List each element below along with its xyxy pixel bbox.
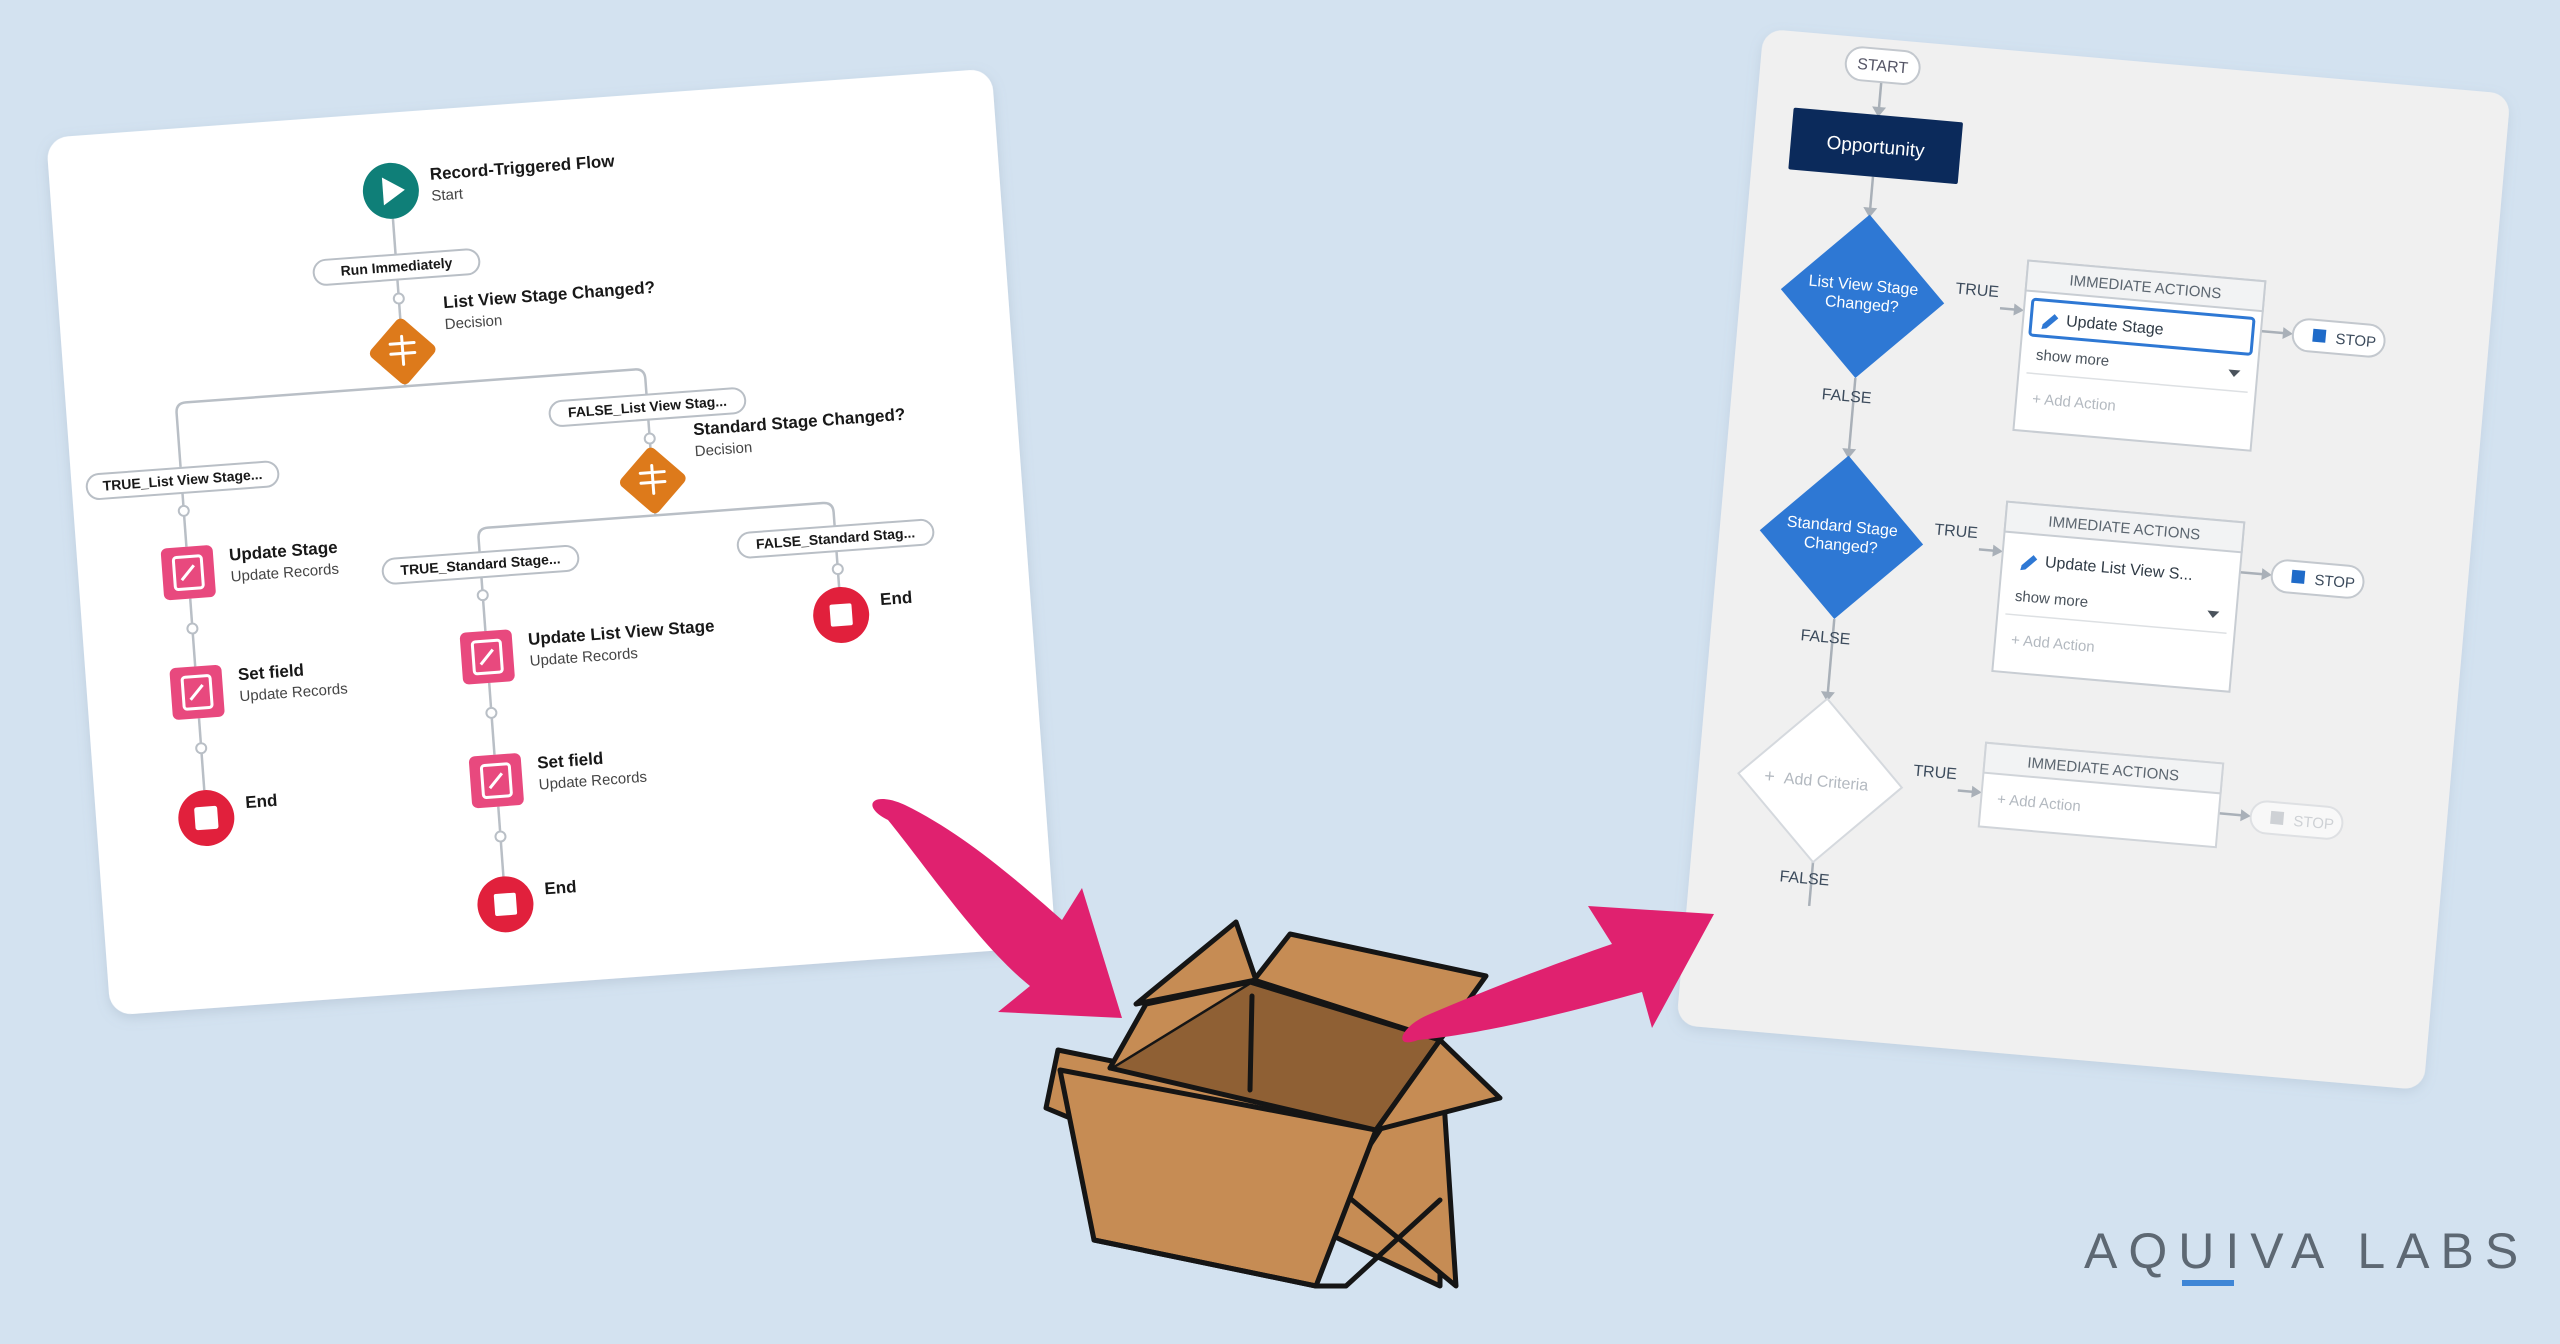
- process-builder-card: START Opportunity List View Stage Change…: [1640, 0, 2560, 1130]
- start-label: START: [1856, 56, 1908, 77]
- set-field-1-title: Set field: [237, 661, 304, 685]
- play-icon: [381, 177, 405, 206]
- connector-dots: [177, 292, 844, 843]
- opportunity-object-node[interactable]: Opportunity: [1788, 107, 1963, 185]
- stop-icon: [2312, 328, 2327, 343]
- action-item-update-stage[interactable]: Update Stage: [2028, 297, 2256, 356]
- decision-node-1[interactable]: [365, 314, 441, 390]
- stop-icon: [2291, 569, 2306, 584]
- end-2-label: End: [544, 877, 577, 898]
- stop-button-3[interactable]: STOP: [2249, 800, 2344, 840]
- true-label-2: TRUE: [1934, 521, 1979, 542]
- flow-connectors: [175, 215, 841, 877]
- criteria-node-1[interactable]: List View Stage Changed?: [1774, 207, 1952, 385]
- stop-label-2: STOP: [2314, 572, 2356, 592]
- end-node-1[interactable]: [176, 788, 236, 848]
- true-standard-pill[interactable]: TRUE_Standard Stage...: [381, 544, 580, 585]
- flow-builder-svg: Record-Triggered Flow Start Run Immediat…: [47, 70, 1055, 1015]
- stop-button-2[interactable]: STOP: [2270, 559, 2365, 599]
- run-immediately-pill[interactable]: Run Immediately: [312, 248, 481, 286]
- end-node-3[interactable]: [811, 585, 871, 645]
- stop-icon: [493, 892, 518, 916]
- end-3-label: End: [879, 588, 912, 609]
- false-label-1: FALSE: [1821, 386, 1872, 407]
- true-label-3: TRUE: [1913, 763, 1958, 784]
- decision-icon: [638, 463, 667, 495]
- cardboard-box-icon: [1043, 919, 1503, 1289]
- add-action-1[interactable]: + Add Action: [2031, 390, 2116, 414]
- criteria-node-2[interactable]: Standard Stage Changed?: [1753, 449, 1931, 627]
- start-node-subtitle: Start: [431, 186, 465, 205]
- flow-builder-card: Record-Triggered Flow Start Run Immediat…: [0, 0, 1100, 1100]
- clipboard-icon: [470, 638, 504, 676]
- decision-2-subtitle: Decision: [694, 439, 753, 460]
- false-label-3: FALSE: [1779, 868, 1830, 889]
- false-label-2: FALSE: [1800, 627, 1851, 648]
- pink-arrow-out: [1402, 906, 1714, 1043]
- decision-1-subtitle: Decision: [444, 312, 503, 333]
- aquiva-labs-logo: AQUIVA LABS: [2084, 1223, 2530, 1279]
- end-node-2[interactable]: [475, 874, 535, 934]
- show-more-2[interactable]: show more: [2014, 588, 2089, 611]
- arrow-heads: [1820, 106, 2293, 822]
- pencil-icon: [2041, 314, 2059, 329]
- update-list-view-stage-node[interactable]: [459, 629, 515, 685]
- immediate-actions-panel-3: IMMEDIATE ACTIONS + Add Action: [1977, 741, 2225, 849]
- show-more-1[interactable]: show more: [2035, 347, 2110, 370]
- flow-card-background: [47, 70, 1055, 1015]
- true-list-view-pill[interactable]: TRUE_List View Stage...: [85, 460, 280, 500]
- start-pill[interactable]: START: [1844, 46, 1921, 85]
- start-node[interactable]: [361, 161, 421, 221]
- clipboard-icon: [180, 674, 214, 711]
- stop-icon: [194, 805, 219, 831]
- logo-underline: [2182, 1280, 2234, 1286]
- update-stage-node[interactable]: [160, 545, 216, 601]
- stop-label-3: STOP: [2293, 813, 2335, 833]
- chevron-down-icon[interactable]: [2228, 369, 2241, 377]
- set-field-node-1[interactable]: [169, 664, 225, 721]
- pink-arrow-in: [872, 798, 1122, 1018]
- criteria-1-line-2: Changed?: [1824, 293, 1899, 316]
- pencil-icon: [2020, 555, 2038, 571]
- set-field-node-2[interactable]: [468, 753, 525, 809]
- chevron-down-icon[interactable]: [2207, 610, 2220, 619]
- set-field-2-title: Set field: [537, 749, 604, 773]
- process-builder-svg: START Opportunity List View Stage Change…: [1677, 30, 2509, 1089]
- decision-node-2[interactable]: [615, 443, 691, 519]
- immediate-actions-panel-2: IMMEDIATE ACTIONS Update List View S... …: [1991, 500, 2246, 693]
- stop-button-1[interactable]: STOP: [2291, 318, 2386, 358]
- stop-icon: [829, 603, 853, 627]
- add-criteria-node[interactable]: Add Criteria +: [1731, 692, 1909, 870]
- criteria-2-line-2: Changed?: [1803, 534, 1878, 557]
- decision-icon: [388, 334, 417, 366]
- plus-icon: +: [1764, 766, 1776, 787]
- stop-icon: [2270, 810, 2285, 825]
- clipboard-icon: [479, 762, 513, 799]
- end-1-label: End: [245, 791, 278, 812]
- stop-label-1: STOP: [2335, 331, 2377, 351]
- clipboard-icon: [171, 554, 205, 591]
- false-standard-pill[interactable]: FALSE_Standard Stag...: [736, 518, 935, 559]
- immediate-actions-panel-1: IMMEDIATE ACTIONS Update Stage show more…: [2012, 259, 2267, 452]
- true-label-1: TRUE: [1955, 280, 2000, 301]
